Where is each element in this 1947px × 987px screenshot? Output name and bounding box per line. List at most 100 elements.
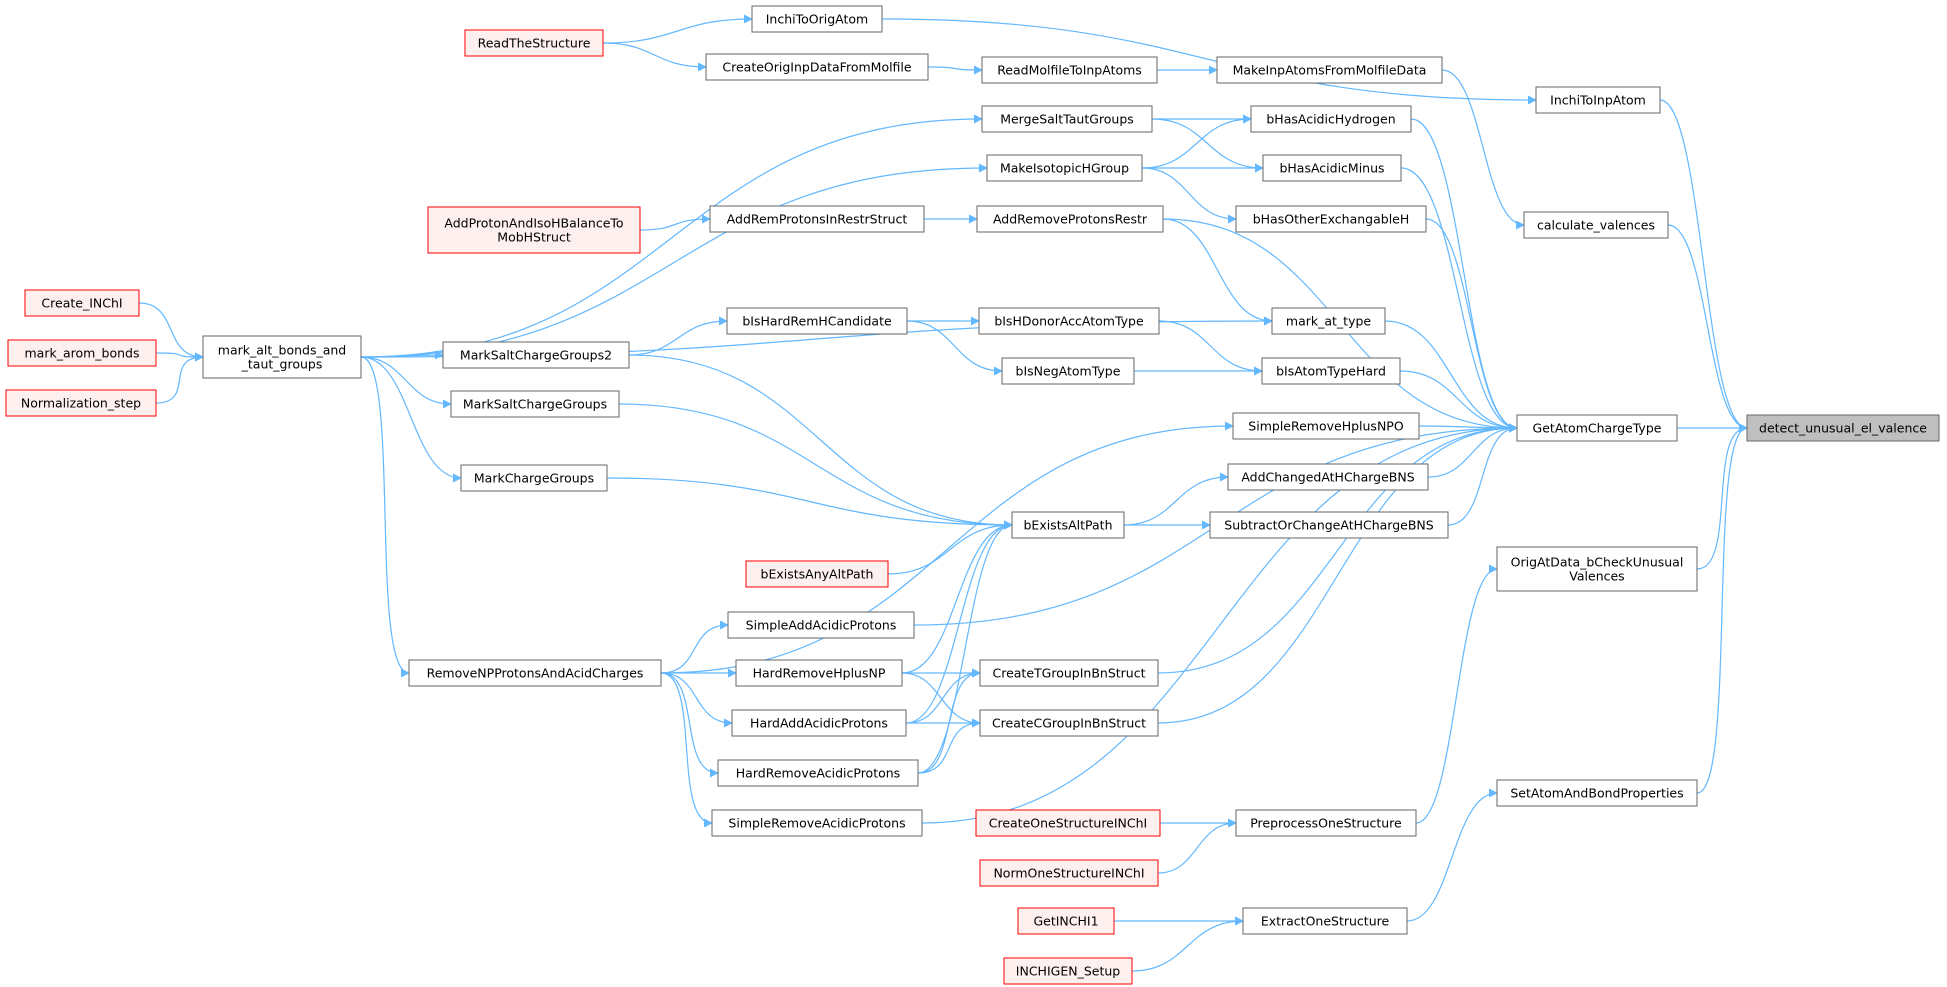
node-box	[976, 205, 1164, 233]
node-label: bExistsAltPath	[1023, 518, 1112, 533]
node-SubtractOrChangeAtHChargeBNS[interactable]: SubtractOrChangeAtHChargeBNS	[1209, 511, 1449, 539]
node-bHasAcidicMinus[interactable]: bHasAcidicMinus	[1262, 154, 1402, 182]
node-CreateCGroupInBnStruct[interactable]: CreateCGroupInBnStruct	[979, 709, 1159, 737]
node-label: mark_arom_bonds	[24, 346, 139, 361]
node-box	[975, 809, 1161, 837]
node-InchiToOrigAtom[interactable]: InchiToOrigAtom	[751, 5, 883, 33]
node-box	[731, 709, 907, 737]
node-MarkSaltChargeGroups2[interactable]: MarkSaltChargeGroups2	[442, 341, 630, 369]
node-detect_unusual_el_valence[interactable]: detect_unusual_el_valence	[1746, 414, 1940, 442]
node-label: SimpleAddAcidicProtons	[746, 618, 897, 633]
node-label: bExistsAnyAltPath	[761, 567, 874, 582]
node-bExistsAltPath[interactable]: bExistsAltPath	[1011, 511, 1125, 539]
node-SetAtomAndBondProperties[interactable]: SetAtomAndBondProperties	[1496, 779, 1698, 807]
node-ReadMolfileToInpAtoms[interactable]: ReadMolfileToInpAtoms	[981, 56, 1158, 84]
node-AddRemProtonsInRestrStruct[interactable]: AddRemProtonsInRestrStruct	[709, 205, 925, 233]
node-InchiToInpAtom[interactable]: InchiToInpAtom	[1535, 86, 1661, 114]
node-Normalization_step[interactable]: Normalization_step	[5, 389, 157, 417]
node-box	[442, 341, 630, 369]
node-AddRemoveProtonsRestr[interactable]: AddRemoveProtonsRestr	[976, 205, 1164, 233]
node-box	[427, 206, 641, 254]
node-box	[1017, 907, 1115, 935]
node-MarkChargeGroups[interactable]: MarkChargeGroups	[460, 464, 608, 492]
node-ReadTheStructure[interactable]: ReadTheStructure	[464, 29, 604, 57]
node-bHasAcidicHydrogen[interactable]: bHasAcidicHydrogen	[1250, 105, 1412, 133]
node-box	[727, 611, 915, 639]
node-label: mark_alt_bonds_and	[218, 343, 346, 358]
node-bIsHDonorAccAtomType[interactable]: bIsHDonorAccAtomType	[978, 307, 1160, 335]
node-box	[1209, 511, 1449, 539]
edge-InchiToOrigAtom-to-InchiToInpAtom	[881, 18, 1537, 105]
node-label: MobHStruct	[497, 230, 571, 245]
node-HardAddAcidicProtons[interactable]: HardAddAcidicProtons	[731, 709, 907, 737]
node-bExistsAnyAltPath[interactable]: bExistsAnyAltPath	[745, 560, 889, 588]
node-label: MakeIsotopicHGroup	[1000, 161, 1129, 176]
node-box	[1003, 957, 1133, 985]
node-INCHIGEN_Setup[interactable]: INCHIGEN_Setup	[1003, 957, 1133, 985]
node-SimpleRemoveAcidicProtons[interactable]: SimpleRemoveAcidicProtons	[711, 809, 923, 837]
node-box	[1001, 357, 1135, 385]
edge-mark_arom_bonds-to-mark_alt_bonds_and_taut_groups	[155, 352, 204, 362]
node-box	[1261, 357, 1401, 385]
edge-bIsHDonorAccAtomType-to-bIsAtomTypeHard	[1158, 320, 1263, 376]
edge-bIsAtomTypeHard-to-GetAtomChargeType	[1399, 370, 1518, 433]
node-MakeIsotopicHGroup[interactable]: MakeIsotopicHGroup	[986, 154, 1143, 182]
node-bIsNegAtomType[interactable]: bIsNegAtomType	[1001, 357, 1135, 385]
node-mark_arom_bonds[interactable]: mark_arom_bonds	[7, 339, 157, 367]
node-GetINCHI1[interactable]: GetINCHI1	[1017, 907, 1115, 935]
node-label: GetINCHI1	[1033, 914, 1098, 929]
node-bIsAtomTypeHard[interactable]: bIsAtomTypeHard	[1261, 357, 1401, 385]
edge-RemoveNPProtonsAndAcidCharges-to-HardAddAcidicProtons	[660, 672, 733, 728]
node-box	[705, 53, 929, 81]
node-box	[745, 560, 889, 588]
node-label: RemoveNPProtonsAndAcidCharges	[427, 666, 644, 681]
node-label: bIsHDonorAccAtomType	[994, 314, 1144, 329]
edge-mark_at_type-to-GetAtomChargeType	[1384, 320, 1518, 433]
edge-OrigAtData_bCheckUnusualValences-to-detect_unusual_el_valence	[1696, 423, 1748, 570]
node-NormOneStructureINChI[interactable]: NormOneStructureINChI	[979, 859, 1159, 887]
node-box	[1496, 779, 1698, 807]
node-mark_at_type[interactable]: mark_at_type	[1271, 307, 1386, 335]
node-label: mark_at_type	[1286, 314, 1372, 329]
node-RemoveNPProtonsAndAcidCharges[interactable]: RemoveNPProtonsAndAcidCharges	[408, 659, 662, 687]
edge-SubtractOrChangeAtHChargeBNS-to-GetAtomChargeType	[1447, 423, 1518, 526]
node-box	[1271, 307, 1386, 335]
node-label: Normalization_step	[21, 396, 141, 411]
node-HardRemoveHplusNP[interactable]: HardRemoveHplusNP	[735, 659, 903, 687]
edge-MarkSaltChargeGroups2-to-bExistsAltPath	[628, 354, 1013, 530]
node-bIsHardRemHCandidate[interactable]: bIsHardRemHCandidate	[726, 307, 908, 335]
node-CreateTGroupInBnStruct[interactable]: CreateTGroupInBnStruct	[979, 659, 1159, 687]
node-label: SimpleRemoveAcidicProtons	[728, 816, 905, 831]
node-calculate_valences[interactable]: calculate_valences	[1523, 211, 1669, 239]
node-box	[1496, 546, 1698, 592]
node-label: Create_INChI	[41, 296, 122, 311]
edge-Create_INChI-to-mark_alt_bonds_and_taut_groups	[138, 302, 204, 362]
node-box	[979, 709, 1159, 737]
node-CreateOrigInpDataFromMolfile[interactable]: CreateOrigInpDataFromMolfile	[705, 53, 929, 81]
node-MakeInpAtomsFromMolfileData[interactable]: MakeInpAtomsFromMolfileData	[1216, 56, 1443, 84]
node-box	[464, 29, 604, 57]
node-GetAtomChargeType[interactable]: GetAtomChargeType	[1516, 414, 1678, 442]
node-SimpleRemoveHplusNPO[interactable]: SimpleRemoveHplusNPO	[1232, 412, 1420, 440]
node-CreateOneStructureINChI[interactable]: CreateOneStructureINChI	[975, 809, 1161, 837]
node-HardRemoveAcidicProtons[interactable]: HardRemoveAcidicProtons	[717, 759, 919, 787]
node-SimpleAddAcidicProtons[interactable]: SimpleAddAcidicProtons	[727, 611, 915, 639]
node-MergeSaltTautGroups[interactable]: MergeSaltTautGroups	[981, 105, 1153, 133]
node-MarkSaltChargeGroups[interactable]: MarkSaltChargeGroups	[450, 390, 620, 418]
node-label: MergeSaltTautGroups	[1000, 112, 1134, 127]
edge-NormOneStructureINChI-to-PreprocessOneStructure	[1157, 818, 1237, 874]
node-label: INCHIGEN_Setup	[1016, 964, 1120, 979]
node-box	[751, 5, 883, 33]
node-PreprocessOneStructure[interactable]: PreprocessOneStructure	[1235, 809, 1417, 837]
node-bHasOtherExchangableH[interactable]: bHasOtherExchangableH	[1235, 205, 1427, 233]
edges-layer	[138, 14, 1748, 972]
node-mark_alt_bonds_and_taut_groups[interactable]: mark_alt_bonds_and_taut_groups	[202, 335, 362, 379]
node-AddChangedAtHChargeBNS[interactable]: AddChangedAtHChargeBNS	[1227, 463, 1429, 491]
edge-InchiToInpAtom-to-detect_unusual_el_valence	[1659, 99, 1748, 433]
node-Create_INChI[interactable]: Create_INChI	[24, 289, 140, 317]
node-box	[1250, 105, 1412, 133]
node-ExtractOneStructure[interactable]: ExtractOneStructure	[1242, 907, 1408, 935]
